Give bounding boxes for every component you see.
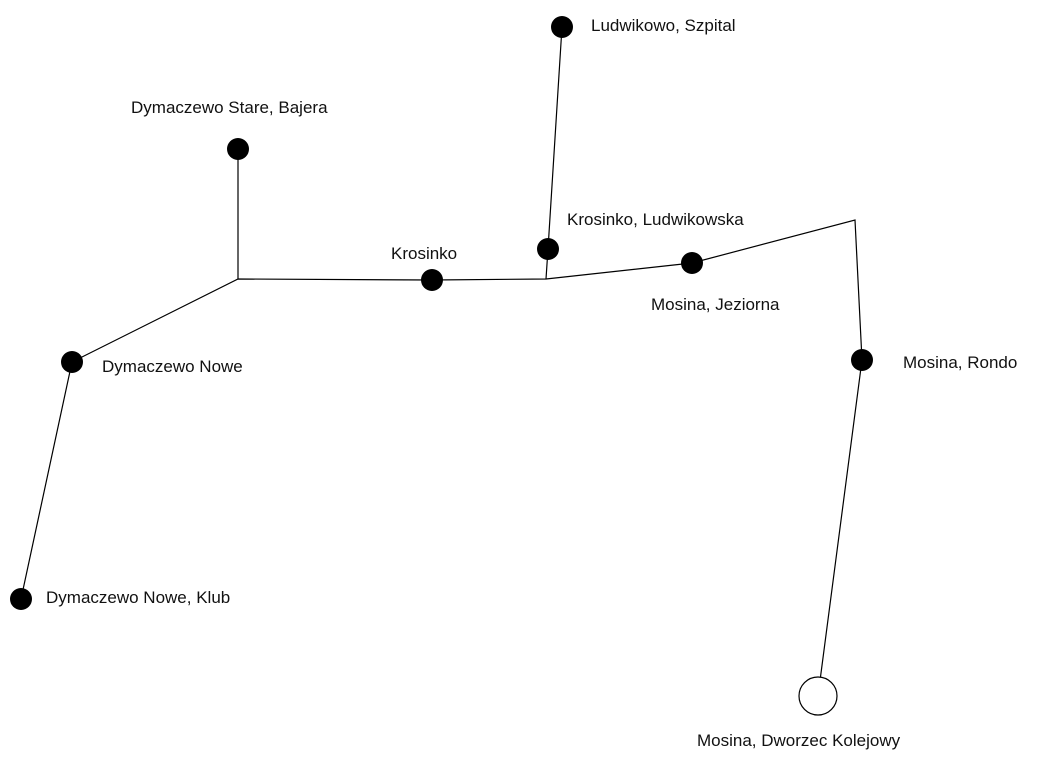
stop-mosina-rondo[interactable]: Mosina, Rondo — [851, 349, 1017, 372]
stop-label: Dymaczewo Nowe, Klub — [46, 588, 230, 607]
stop-mosina-jeziorna[interactable]: Mosina, Jeziorna — [651, 252, 780, 314]
route-line-main — [20, 219, 863, 697]
stop-krosinko[interactable]: Krosinko — [391, 244, 457, 291]
stop-marker[interactable] — [421, 269, 443, 291]
stops: Ludwikowo, Szpital Dymaczewo Stare, Baje… — [10, 16, 1017, 750]
stop-label: Krosinko — [391, 244, 457, 263]
stop-label: Dymaczewo Stare, Bajera — [131, 98, 328, 117]
stop-label: Dymaczewo Nowe — [102, 357, 243, 376]
stop-label: Ludwikowo, Szpital — [591, 16, 736, 35]
stop-marker[interactable] — [681, 252, 703, 274]
stop-marker[interactable] — [61, 351, 83, 373]
terminal-marker[interactable] — [798, 676, 838, 716]
stop-dymaczewo-nowe-klub[interactable]: Dymaczewo Nowe, Klub — [10, 588, 230, 610]
stop-label: Mosina, Dworzec Kolejowy — [697, 731, 901, 750]
stop-marker[interactable] — [551, 16, 573, 38]
stop-marker[interactable] — [537, 238, 559, 260]
stop-label: Mosina, Rondo — [903, 353, 1017, 372]
stop-label: Mosina, Jeziorna — [651, 295, 780, 314]
stop-ludwikowo-szpital[interactable]: Ludwikowo, Szpital — [551, 16, 736, 38]
stop-label: Krosinko, Ludwikowska — [567, 210, 744, 229]
stop-dymaczewo-stare-bajera[interactable]: Dymaczewo Stare, Bajera — [131, 98, 328, 160]
stop-marker[interactable] — [10, 588, 32, 610]
stop-dymaczewo-nowe[interactable]: Dymaczewo Nowe — [61, 351, 243, 376]
stop-krosinko-ludwikowska[interactable]: Krosinko, Ludwikowska — [537, 210, 744, 260]
stop-marker[interactable] — [227, 138, 249, 160]
stop-mosina-dworzec-kolejowy[interactable]: Mosina, Dworzec Kolejowy — [697, 676, 901, 750]
stop-marker[interactable] — [851, 349, 873, 371]
